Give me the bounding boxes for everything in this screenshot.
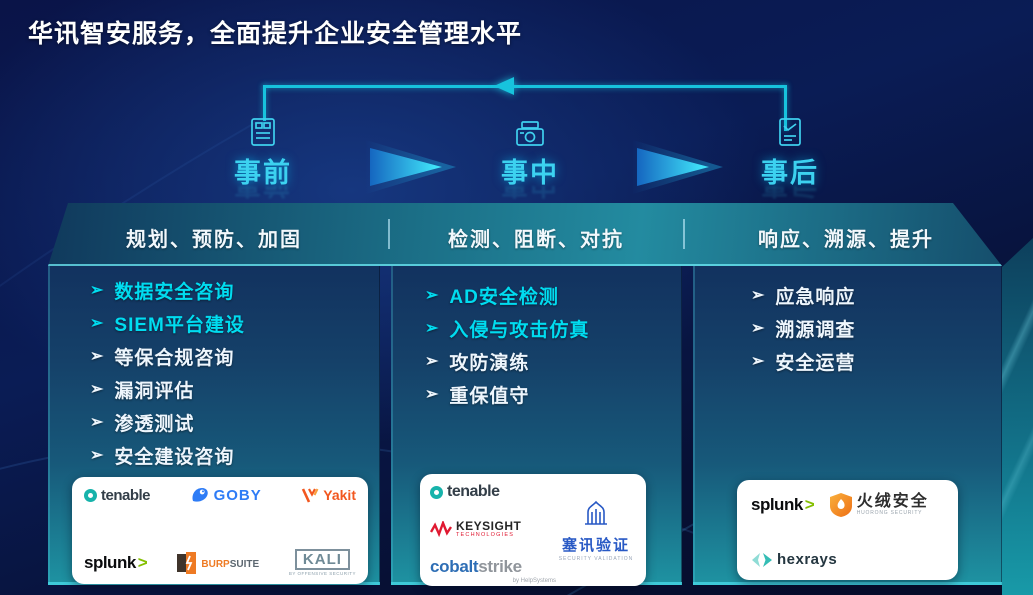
- service-label: 安全运营: [775, 352, 856, 374]
- service-label: 数据安全咨询: [114, 281, 235, 303]
- service-item: ➢ 攻防演练: [425, 350, 589, 374]
- service-item: ➢ 安全运营: [751, 350, 856, 374]
- phase-label-post: 事后: [761, 158, 819, 188]
- loop-line-horizontal: [263, 85, 787, 88]
- bullet-arrow-icon: ➢: [90, 447, 105, 464]
- service-list-mid: ➢ AD安全检测 ➢ 入侵与攻击仿真 ➢ 攻防演练 ➢ 重保值守: [425, 284, 589, 416]
- service-label: 等保合规咨询: [114, 347, 235, 369]
- monitoring-camera-icon: [516, 121, 544, 146]
- service-label: 安全建设咨询: [114, 446, 235, 468]
- loop-line-left: [263, 85, 266, 121]
- service-list-post: ➢ 应急响应 ➢ 溯源调查 ➢ 安全运营: [751, 284, 855, 383]
- loop-arrowhead-icon: [494, 77, 514, 95]
- tenable-ring-icon: [430, 485, 443, 499]
- service-label: 溯源调查: [775, 319, 856, 341]
- bullet-arrow-icon: ➢: [751, 287, 766, 304]
- bullet-arrow-icon: ➢: [425, 353, 440, 370]
- service-item: ➢ 等保合规咨询: [90, 345, 245, 369]
- hexrays-diamond-icon: [752, 552, 772, 567]
- service-list-pre: ➢ 数据安全咨询 ➢ SIEM平台建设 ➢ 等保合规咨询 ➢ 漏洞评估 ➢ 渗透测试 ➢ 安…: [90, 279, 245, 477]
- service-item: ➢ 入侵与攻击仿真: [425, 317, 590, 341]
- bullet-arrow-icon: ➢: [425, 386, 440, 403]
- service-item: ➢ 应急响应: [751, 284, 856, 308]
- service-label: 攻防演练: [449, 352, 530, 374]
- page-title: 华讯智安服务，全面提升企业安全管理水平: [28, 20, 523, 48]
- vendor-logo-keysight: KEYSIGHT TECHNOLOGIES: [430, 520, 556, 539]
- bullet-arrow-icon: ➢: [751, 353, 766, 370]
- bullet-arrow-icon: ➢: [90, 282, 105, 299]
- vendor-logo-burpsuite: BURPSUITE: [177, 551, 259, 574]
- subtitle-pre: 规划、预防、加固: [126, 229, 302, 251]
- vendor-logo-tenable: tenable: [430, 483, 556, 501]
- bullet-arrow-icon: ➢: [751, 320, 766, 337]
- bullet-arrow-icon: ➢: [90, 348, 105, 365]
- burpsuite-box-icon: [177, 551, 197, 574]
- service-item: ➢ 数据安全咨询: [90, 279, 245, 303]
- vendor-card-pre: tenable GOBY Yakit splunk >: [72, 477, 368, 584]
- yakit-mark-icon: [302, 487, 319, 503]
- service-item: ➢ 安全建设咨询: [90, 444, 245, 468]
- splunk-caret-icon: >: [804, 495, 815, 514]
- loop-line-right: [784, 85, 787, 131]
- service-label: 应急响应: [775, 286, 856, 308]
- saixun-emblem-icon: [585, 500, 607, 525]
- vendor-card-post: splunk > 火绒安全 HUORONG SECURITY hexrays: [737, 480, 958, 580]
- subtitle-divider: [683, 219, 685, 249]
- bullet-arrow-icon: ➢: [90, 414, 105, 431]
- vendor-logo-cobaltstrike: cobaltstrike by HelpSystems: [430, 557, 556, 584]
- vendor-logo-hexrays: hexrays: [751, 551, 837, 568]
- phase-block-mid: 事中 事中: [460, 120, 600, 206]
- bullet-arrow-icon: ➢: [425, 320, 440, 337]
- flow-arrow-icon: [366, 140, 456, 194]
- phase-label-mid: 事中: [501, 158, 559, 188]
- service-label: 漏洞评估: [114, 380, 195, 402]
- tenable-ring-icon: [84, 488, 97, 502]
- splunk-caret-icon: >: [137, 552, 148, 572]
- subtitle-post: 响应、溯源、提升: [758, 229, 934, 251]
- service-item: ➢ 渗透测试: [90, 411, 245, 435]
- subtitle-divider: [388, 219, 390, 249]
- service-label: AD安全检测: [449, 286, 559, 308]
- service-item: ➢ SIEM平台建设: [90, 312, 245, 336]
- planning-checklist-icon: [251, 118, 275, 146]
- vendor-logo-yakit: Yakit: [301, 487, 356, 503]
- vendor-logo-splunk: splunk >: [84, 552, 148, 572]
- service-label: 重保值守: [449, 385, 530, 407]
- bullet-arrow-icon: ➢: [425, 287, 440, 304]
- subtitle-mid: 检测、阻断、对抗: [448, 229, 624, 251]
- huorong-shield-icon: [829, 493, 852, 517]
- vendor-logo-kali: KALI BY OFFENSIVE SECURITY: [288, 549, 356, 576]
- service-item: ➢ 重保值守: [425, 383, 589, 407]
- vendor-logo-splunk: splunk >: [751, 495, 815, 514]
- vendor-logo-goby: GOBY: [190, 485, 262, 505]
- platform-band: 规划、预防、加固 检测、阻断、对抗 响应、溯源、提升: [48, 203, 1002, 266]
- phase-block-post: 事后 事后: [720, 116, 860, 206]
- bullet-arrow-icon: ➢: [90, 381, 105, 398]
- flow-arrow-icon: [633, 140, 723, 194]
- goby-fish-icon: [192, 488, 208, 502]
- vendor-logo-tenable: tenable: [84, 487, 151, 504]
- keysight-waveform-icon: [430, 521, 452, 537]
- phase-label-pre: 事前: [234, 158, 292, 188]
- service-label: 渗透测试: [114, 413, 195, 435]
- service-label: 入侵与攻击仿真: [449, 319, 590, 341]
- service-item: ➢ 漏洞评估: [90, 378, 245, 402]
- phase-block-pre: 事前 事前: [193, 116, 333, 206]
- report-review-icon: [779, 118, 801, 146]
- bullet-arrow-icon: ➢: [90, 315, 105, 332]
- vendor-card-mid: tenable KEYSIGHT TECHNOLOGIES cobaltstri…: [420, 474, 646, 586]
- service-item: ➢ 溯源调查: [751, 317, 856, 341]
- platform-side-face: [1002, 238, 1033, 595]
- service-label: SIEM平台建设: [114, 314, 245, 336]
- service-item: ➢ AD安全检测: [425, 284, 589, 308]
- vendor-logo-huorong: 火绒安全 HUORONG SECURITY: [829, 492, 929, 518]
- vendor-logo-saixun: 塞讯验证 SECURITY VALIDATION: [556, 483, 636, 577]
